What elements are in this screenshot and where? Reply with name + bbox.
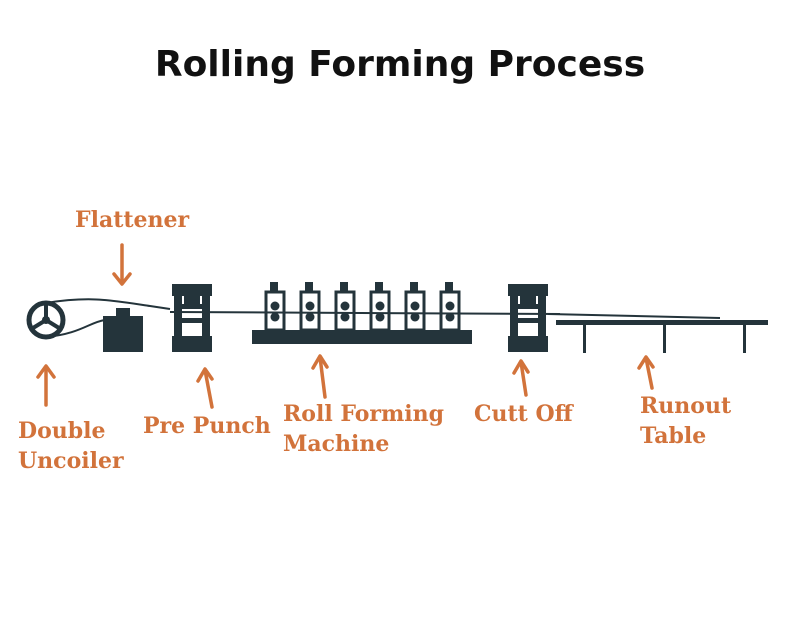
label-runout-line1: Runout — [640, 393, 732, 419]
label-cutt-off: Cutt Off — [474, 401, 575, 427]
double-uncoiler-machine — [26, 300, 66, 340]
label-double-uncoiler-line1: Double — [18, 418, 105, 444]
cutt-off-arrow — [512, 359, 530, 397]
runout-table-arrow — [637, 355, 655, 390]
roll-forming-machine — [252, 282, 472, 344]
runout-table — [556, 320, 768, 353]
labels: Flattener Double Uncoiler Pre Punch Roll… — [18, 207, 732, 474]
roll-stand — [264, 282, 286, 332]
cutt-off-machine — [508, 284, 548, 352]
label-pre-punch: Pre Punch — [143, 413, 271, 439]
label-double-uncoiler-line2: Uncoiler — [18, 448, 124, 474]
label-flattener: Flattener — [75, 207, 190, 233]
label-runout-line2: Table — [640, 423, 706, 449]
flattener-machine — [103, 308, 143, 352]
pre-punch-arrow — [196, 367, 214, 409]
double-uncoiler-arrow — [36, 364, 56, 407]
pre-punch-machine — [172, 284, 212, 352]
roll-stand — [334, 282, 356, 332]
label-roll-forming-line1: Roll Forming — [283, 401, 444, 427]
flattener-arrow — [112, 243, 132, 286]
roll-stand — [404, 282, 426, 332]
roll-stand — [369, 282, 391, 332]
roll-forming-arrow — [311, 354, 329, 399]
roll-stand — [439, 282, 461, 332]
diagram-title: Rolling Forming Process — [155, 44, 645, 85]
label-arrows — [36, 243, 655, 409]
label-roll-forming-line2: Machine — [283, 431, 389, 457]
roll-stand — [299, 282, 321, 332]
